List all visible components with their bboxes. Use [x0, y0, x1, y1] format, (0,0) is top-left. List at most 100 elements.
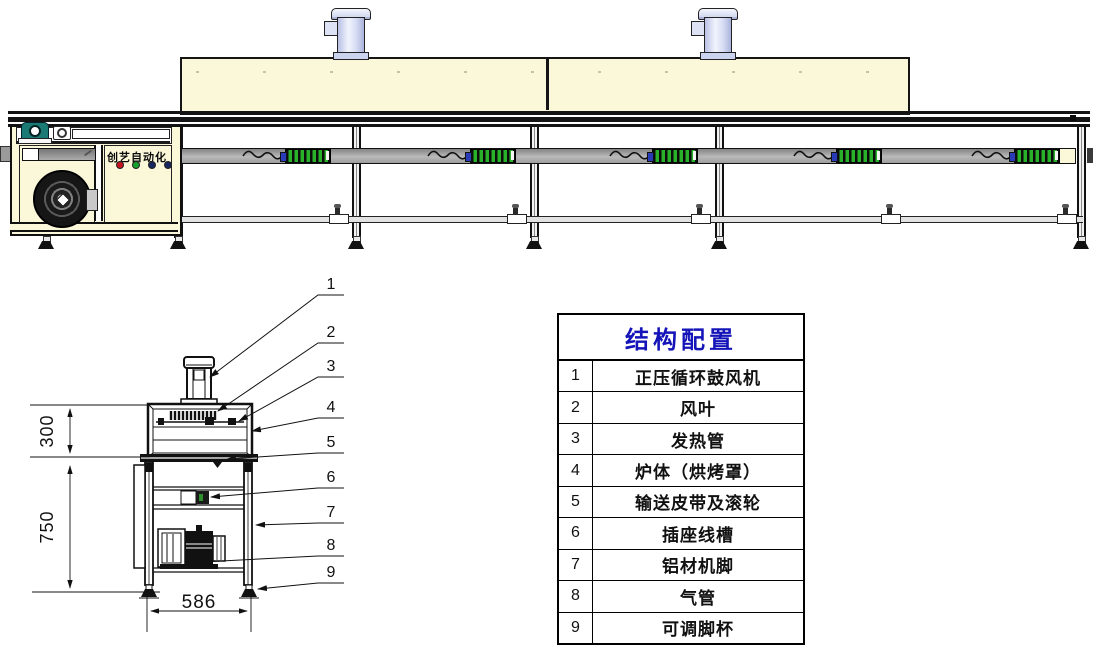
row-number: 7	[559, 549, 593, 581]
pipe-tee	[691, 214, 711, 224]
row-number: 1	[559, 361, 593, 392]
callout-number-6: 6	[326, 469, 336, 486]
row-number: 5	[559, 486, 593, 518]
terminal-strip	[647, 149, 698, 163]
callout-number-5: 5	[326, 434, 336, 451]
frame-leg	[352, 127, 361, 238]
valve-knob	[886, 204, 893, 208]
air-valve	[507, 204, 527, 224]
cable-squiggle	[793, 150, 835, 160]
terminal-strip	[465, 149, 516, 163]
table-row: 3 发热管	[559, 423, 803, 456]
blower-motor-2	[691, 8, 739, 60]
structure-config-table: 结构配置 1 正压循环鼓风机 2 风叶 3 发热管 4 炉体（烘烤罩） 5 输送…	[557, 313, 805, 645]
callout-number-8: 8	[326, 537, 336, 554]
pipe-tee	[881, 214, 901, 224]
power-socket-group	[970, 148, 1060, 163]
pillow-block-bearing	[18, 122, 52, 144]
dimension-frame-height: 750	[37, 510, 57, 544]
power-socket-group	[241, 148, 331, 163]
indicator-light	[116, 161, 124, 169]
cabinet-door-divider	[94, 145, 103, 221]
table-row: 4 炉体（烘烤罩）	[559, 455, 803, 487]
config-table-title: 结构配置	[559, 315, 803, 361]
valve-knob	[1062, 204, 1069, 208]
valve-knob	[696, 204, 703, 208]
dimension-width: 586	[181, 592, 217, 613]
cable-squiggle	[242, 150, 284, 160]
power-socket-group	[792, 148, 882, 163]
callout-number-3: 3	[326, 358, 336, 375]
row-number: 8	[559, 581, 593, 612]
row-number: 9	[559, 612, 593, 643]
valve-stem	[887, 208, 892, 215]
conveyor-table-rail	[8, 124, 1090, 127]
motor-body	[704, 17, 732, 55]
motor-base	[700, 52, 736, 60]
frame-leg	[715, 127, 724, 238]
valve-stem	[335, 208, 340, 215]
row-label: 铝材机脚	[662, 557, 734, 577]
trough-end-tab	[1087, 148, 1093, 163]
adjustable-foot	[1072, 236, 1090, 250]
hood-section-divider	[546, 59, 549, 110]
table-row: 6 插座线槽	[559, 518, 803, 550]
valve-knob	[512, 204, 519, 208]
conveyor-table-rail	[8, 111, 1090, 114]
table-row: 1 正压循环鼓风机	[559, 361, 803, 393]
indicator-light	[132, 161, 140, 169]
cable-squiggle	[427, 150, 469, 160]
cabinet-door-right	[104, 145, 172, 223]
air-pipe-rail	[178, 216, 1083, 223]
air-valve	[329, 204, 349, 224]
pipe-tee	[329, 214, 349, 224]
cable-squiggle	[609, 150, 651, 160]
row-label: 插座线槽	[662, 525, 734, 545]
terminal-strip	[280, 149, 331, 163]
table-row: 2 风叶	[559, 392, 803, 424]
motor-body	[337, 17, 365, 55]
terminal-strip	[1009, 149, 1060, 163]
frame-leg	[1077, 127, 1086, 238]
row-label: 输送皮带及滚轮	[635, 494, 761, 514]
air-valve	[1057, 204, 1077, 224]
cabinet-slot-box	[22, 148, 39, 161]
pipe-tee	[507, 214, 527, 224]
adjustable-foot	[710, 236, 728, 250]
callout-number-7: 7	[326, 504, 336, 521]
rail-end-sensor	[1070, 115, 1076, 121]
row-label: 炉体（烘烤罩）	[635, 463, 761, 483]
terminal-strip	[831, 149, 882, 163]
adjustable-foot	[525, 236, 543, 250]
conveyor-belt-edge	[16, 141, 170, 144]
frame-leg	[530, 127, 539, 238]
brand-label: 创艺自动化	[107, 152, 167, 164]
adjustable-foot	[37, 236, 55, 250]
valve-stem	[513, 208, 518, 215]
row-label: 正压循环鼓风机	[635, 368, 761, 388]
row-label: 可调脚杯	[662, 620, 734, 640]
cabinet-top-slot	[72, 129, 170, 139]
callout-number-1: 1	[326, 276, 336, 293]
callout-number-9: 9	[326, 564, 336, 581]
row-number: 4	[559, 455, 593, 486]
valve-stem	[1063, 208, 1068, 215]
hood-rivet-marks	[196, 71, 886, 73]
valve-knob	[334, 204, 341, 208]
row-number: 6	[559, 518, 593, 549]
conveyor-table-rail	[8, 117, 1090, 122]
indicator-light	[164, 161, 172, 169]
motor-base	[333, 52, 369, 60]
adjustable-foot	[169, 236, 187, 250]
blower-motor-1	[324, 8, 372, 60]
pipe-tee	[1057, 214, 1077, 224]
cabinet-bottom-rail	[10, 222, 178, 232]
air-valve	[881, 204, 901, 224]
callout-number-2: 2	[326, 324, 336, 341]
trough-end-block	[1058, 148, 1076, 164]
row-label: 气管	[680, 588, 716, 608]
table-row: 9 可调脚杯	[559, 612, 803, 643]
row-label: 风叶	[680, 400, 716, 420]
